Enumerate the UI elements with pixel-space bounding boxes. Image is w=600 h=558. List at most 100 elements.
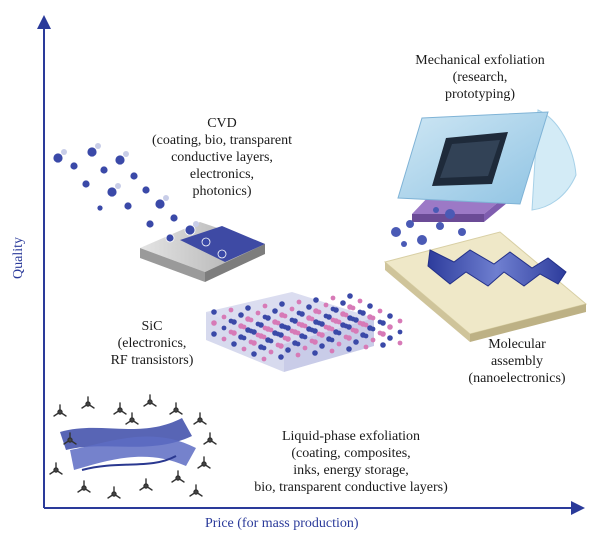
lattice-atom [377,330,383,336]
lattice-atom [367,314,373,320]
label-line: (coating, composites, [291,446,411,461]
label-liquid-phase-exfoliation: Liquid-phase exfoliation (coating, compos… [206,428,496,496]
lattice-atom [347,304,353,310]
solvent-molecule [81,396,95,409]
label-mechanical-exfoliation: Mechanical exfoliation(research,prototyp… [380,52,580,103]
lattice-atom [387,324,393,330]
solvent-molecule [125,412,139,425]
label-line: inks, energy storage, [293,463,409,478]
lattice-atom [289,317,295,323]
lattice-atom [347,315,353,321]
lattice-atom [289,306,295,312]
lattice-atom [296,321,302,327]
label-line: (coating, bio, transparent [152,133,292,148]
lattice-atom [319,343,325,349]
solvent-molecule [53,404,67,417]
lattice-atom [255,321,261,327]
lattice-atom [279,312,285,318]
label-line: (research, [452,70,508,85]
lattice-atom [228,307,234,313]
lattice-atom [346,346,352,352]
sic-illustration [206,292,403,372]
lattice-atom [279,323,285,329]
lattice-atom [306,326,312,332]
lattice-atom [262,325,268,331]
lattice-atom [377,319,383,325]
lattice-atom [221,314,227,320]
solvent-molecule [169,402,183,415]
lattice-atom [313,319,319,325]
lattice-atom [336,341,342,347]
sic-lattice-atoms [211,293,403,362]
lattice-atom [306,315,312,321]
lattice-atom [272,308,278,314]
solvent-molecules [49,394,217,499]
lattice-atom [306,304,312,310]
lattice-atom [309,338,315,344]
lattice-atom [323,324,329,330]
lattice-atom [387,335,393,341]
lattice-atom [238,334,244,340]
lattice-atom [228,318,234,324]
label-line: RF transistors) [110,353,194,368]
lattice-atom [340,311,346,317]
liquid-phase-illustration [49,394,217,499]
lattice-atom [343,334,349,340]
lattice-atom [231,341,237,347]
label-sic: SiC(electronics,RF transistors) [92,318,212,369]
lattice-atom [272,319,278,325]
lattice-atom [340,322,346,328]
y-axis-label: Quality [11,237,26,279]
solvent-molecule [63,432,77,445]
lattice-atom [238,323,244,329]
lattice-atom [357,320,363,326]
lattice-atom [292,340,298,346]
lattice-atom [272,330,278,336]
lattice-atom [262,314,268,320]
precursor-molecules [52,146,227,259]
lattice-atom [289,328,295,334]
lattice-atom [278,354,284,360]
lattice-atom [357,309,363,315]
lattice-atom [211,320,217,326]
lattice-atom [380,342,386,348]
label-line: (electronics, [117,336,187,351]
lattice-atom [211,309,217,315]
solvent-molecule [49,462,63,475]
lattice-atom [258,344,264,350]
lattice-atom [265,337,271,343]
lattice-atom [397,340,403,346]
lattice-atom [347,293,353,299]
label-line: Liquid-phase exfoliation [281,429,421,444]
lattice-atom [211,331,217,337]
label-line: assembly [490,354,544,369]
lattice-atom [245,327,251,333]
lattice-atom [255,332,261,338]
label-line: photonics) [192,184,252,199]
solvent-molecule [77,480,91,493]
lattice-atom [295,352,301,358]
label-line: bio, transparent conductive layers) [254,480,448,495]
label-line: electronics, [189,167,255,182]
label-line: Molecular [488,337,546,352]
lattice-atom [313,297,319,303]
solvent-molecule [113,402,127,415]
lattice-atom [296,310,302,316]
lattice-atom [296,299,302,305]
lattice-atom [302,345,308,351]
lattice-atom [245,305,251,311]
solvent-molecule [189,484,203,497]
lattice-atom [275,342,281,348]
lattice-atom [357,298,363,304]
lattice-atom [353,339,359,345]
lattice-atom [262,303,268,309]
solvent-molecule [107,486,121,499]
solvent-molecule [143,394,157,407]
label-line: Mechanical exfoliation [415,53,545,68]
lattice-atom [312,350,318,356]
lattice-atom [329,348,335,354]
lattice-atom [330,306,336,312]
lattice-atom [228,329,234,335]
